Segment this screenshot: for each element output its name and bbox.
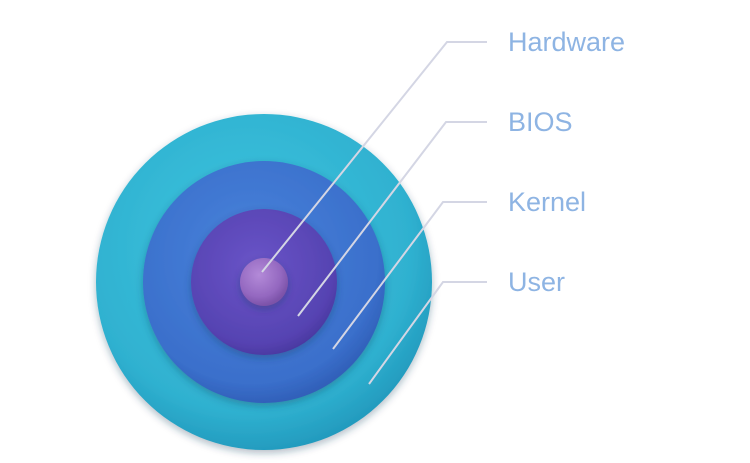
- kernel-label: Kernel: [508, 187, 586, 217]
- hardware-label: Hardware: [508, 27, 625, 57]
- hardware-layer-circle: [240, 258, 288, 306]
- hardware-leader-line: [261, 41, 487, 273]
- bios-label: BIOS: [508, 107, 573, 137]
- bios-leader-line: [297, 121, 487, 317]
- kernel-leader-line: [332, 201, 487, 350]
- user-leader-line: [368, 281, 487, 385]
- user-label: User: [508, 267, 565, 297]
